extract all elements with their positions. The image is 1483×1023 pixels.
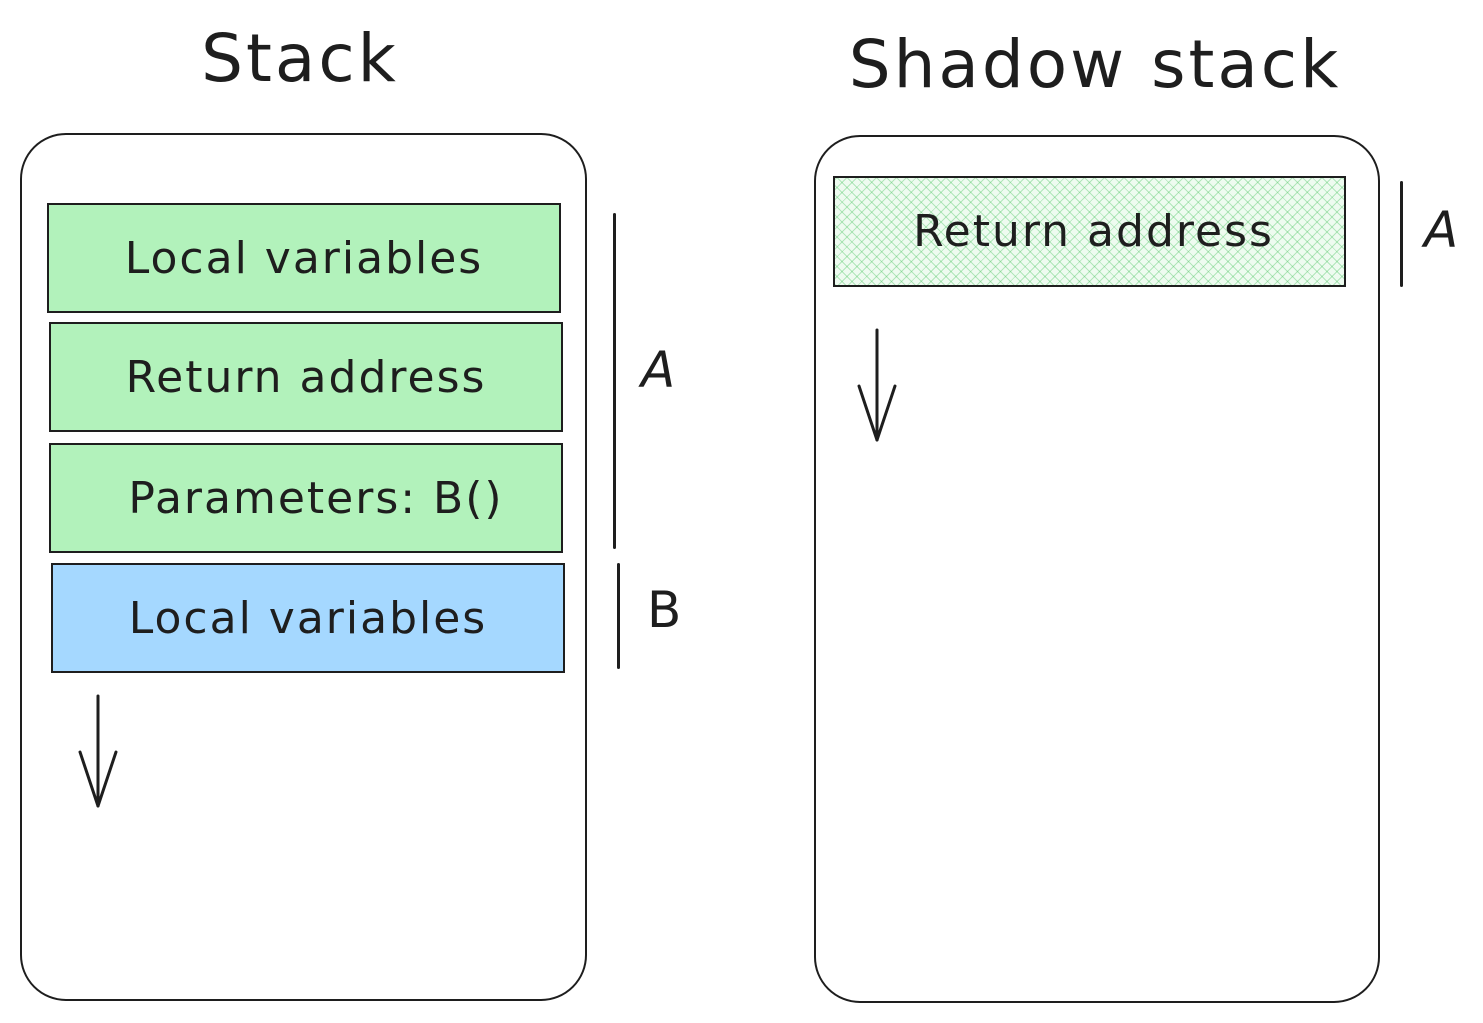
stack-frame-return-address: Return address [49,322,563,432]
stack-growth-down-arrow-icon [78,694,118,808]
stack-bracket-b-label: B [647,581,682,639]
stack-frame-local-variables-b: Local variables [51,563,565,673]
shadow-stack-growth-down-arrow-icon [857,328,897,442]
shadow-stack-bracket-a [1400,181,1403,287]
shadow-stack-bracket-a-label: A [1424,201,1459,259]
stack-bracket-b [617,563,620,669]
shadow-stack-title: Shadow stack [848,26,1342,103]
shadow-stack-frame-return-address: Return address [833,176,1346,287]
stack-title: Stack [201,20,399,97]
stack-bracket-a-label: A [641,341,676,399]
stack-frame-local-variables-a: Local variables [47,203,561,313]
stack-bracket-a [613,213,616,549]
stack-frame-parameters: Parameters: B() [49,443,563,553]
